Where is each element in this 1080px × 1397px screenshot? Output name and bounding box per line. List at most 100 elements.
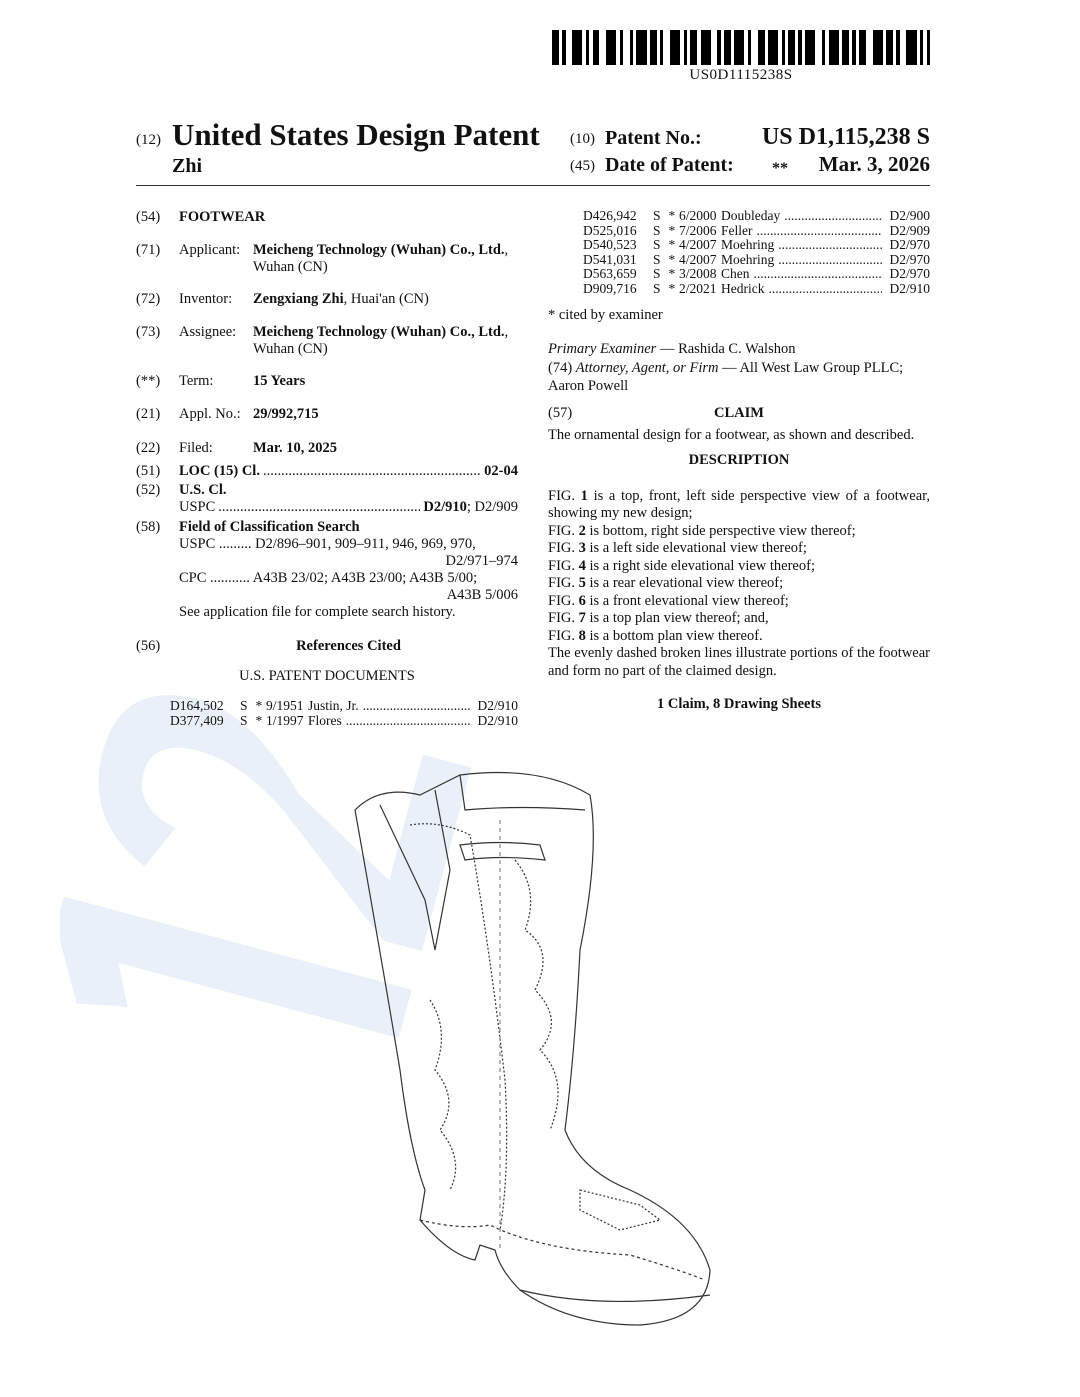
label: Attorney, Agent, or Firm (575, 360, 719, 376)
barcode-bar (629, 30, 633, 65)
cpc-line-2: A43B 5/006 (446, 587, 518, 603)
code-45: (45) (570, 158, 595, 174)
barcode-bar (639, 30, 644, 65)
fig-pre: FIG. (548, 627, 575, 644)
fig-pre: FIG. (548, 522, 575, 539)
barcode-bar (663, 30, 667, 65)
label: USPC (179, 536, 216, 552)
barcode-bar (595, 30, 600, 65)
attorney-name: — All West Law Group PLLC; Aaron Powell (548, 360, 904, 394)
fig-n: 8 (578, 627, 586, 644)
figure-description: FIG. 1 is a top, front, left side perspe… (548, 488, 930, 523)
barcode-bar (751, 30, 755, 65)
examiner-name: — Rashida C. Walshon (659, 340, 796, 357)
barcode-bar (710, 30, 714, 65)
figure-description: FIG. 2 is bottom, right side perspective… (548, 523, 930, 541)
inventor-name: Zengxiang Zhi (253, 291, 344, 307)
document-title: United States Design Patent (172, 117, 540, 152)
search-uspc: USPC ......... D2/896–901, 909–911, 946,… (179, 536, 476, 552)
field-term: (**) Term: 15 Years (136, 373, 518, 390)
right-column: * cited by examiner Primary Examiner — R… (548, 307, 930, 714)
barcode-bar (771, 30, 775, 65)
barcode-bar (903, 30, 907, 65)
fig-text: is a rear elevational view thereof; (589, 575, 784, 591)
label: Filed: (179, 440, 213, 456)
figure-description: FIG. 3 is a left side elevational view t… (548, 540, 930, 558)
kind-code: S (240, 712, 248, 728)
barcode-bar (825, 30, 829, 65)
inventor-surname: Zhi (172, 155, 203, 177)
claim-heading: CLAIM (714, 405, 764, 421)
barcode (552, 30, 930, 65)
barcode-bar (838, 30, 843, 65)
fig-pre: FIG. (548, 540, 575, 556)
code: (73) (136, 324, 161, 340)
label: Primary Examiner (548, 340, 657, 357)
code: (72) (136, 291, 161, 307)
barcode-bar (646, 30, 650, 65)
ref-date: 3/2008 (679, 266, 717, 282)
primary-examiner: Primary Examiner — Rashida C. Walshon (548, 341, 930, 359)
barcode-bar (609, 30, 613, 65)
barcode-bar (734, 30, 738, 65)
barcode-bar (700, 30, 704, 65)
barcode-bar (788, 30, 792, 65)
barcode-bar (882, 30, 887, 65)
barcode-bar (568, 30, 573, 65)
barcode-bar (690, 30, 694, 65)
barcode-bar (555, 30, 559, 65)
cpc-line-1: A43B 23/02; A43B 23/00; A43B 5/00; (252, 570, 478, 586)
primary-class: D2/910 (423, 499, 467, 515)
barcode-bar (906, 30, 910, 65)
field-56-references: (56) References Cited (136, 638, 518, 655)
ref-date: 9/1951 (266, 698, 304, 713)
barcode-bar (720, 30, 725, 65)
patent-number: D540,523 (583, 237, 637, 253)
barcode-bar (859, 30, 863, 65)
barcode-bar (649, 30, 654, 65)
broken-lines-note: The evenly dashed broken lines illustrat… (548, 645, 930, 679)
patent-date: Mar. 3, 2026 (818, 152, 930, 176)
fig-text: is a bottom plan view thereof. (589, 627, 763, 644)
barcode-bar (656, 30, 660, 65)
field-22-filed: (22) Filed: Mar. 10, 2025 (136, 440, 518, 457)
label: Applicant: (179, 242, 241, 258)
code: (22) (136, 440, 161, 456)
kind-code: S (653, 208, 661, 223)
code: (57) (548, 405, 573, 421)
description-heading: DESCRIPTION (688, 452, 790, 468)
label: Appl. No.: (179, 406, 241, 422)
fig-text: is a top plan view thereof; and, (589, 610, 769, 626)
label: Term: (179, 373, 214, 389)
barcode-bar (585, 30, 590, 65)
barcode-bar (892, 30, 897, 65)
label: Assignee: (179, 324, 237, 340)
barcode-bar (764, 30, 768, 65)
barcode-bar (575, 30, 579, 65)
barcode-bar (707, 30, 711, 65)
barcode-bar (714, 30, 718, 65)
ref-class: D2/970 (889, 266, 931, 282)
cited-star: * (668, 266, 676, 282)
label: LOC (15) Cl. (179, 463, 260, 479)
references-list-right: D426,942S*6/2000DoubledayD2/900D525,016S… (583, 208, 931, 297)
claims-summary: 1 Claim, 8 Drawing Sheets (657, 696, 821, 712)
secondary-class: ; D2/909 (466, 499, 518, 515)
barcode-bar (923, 30, 927, 65)
barcode-bar (879, 30, 883, 65)
cited-star: * (668, 280, 676, 296)
fig-n: 3 (578, 540, 586, 556)
ref-date: 4/2007 (679, 251, 717, 267)
search-cpc: CPC ........... A43B 23/02; A43B 23/00; … (179, 570, 478, 586)
field-52-us-cl: (52) U.S. Cl. USPCD2/910; D2/909 (136, 482, 518, 516)
ref-name: Moehring (721, 251, 775, 267)
code: (56) (136, 638, 161, 654)
barcode-bar (886, 30, 890, 65)
figure-description: FIG. 7 is a top plan view thereof; and, (548, 610, 930, 628)
barcode-bar (592, 30, 596, 65)
